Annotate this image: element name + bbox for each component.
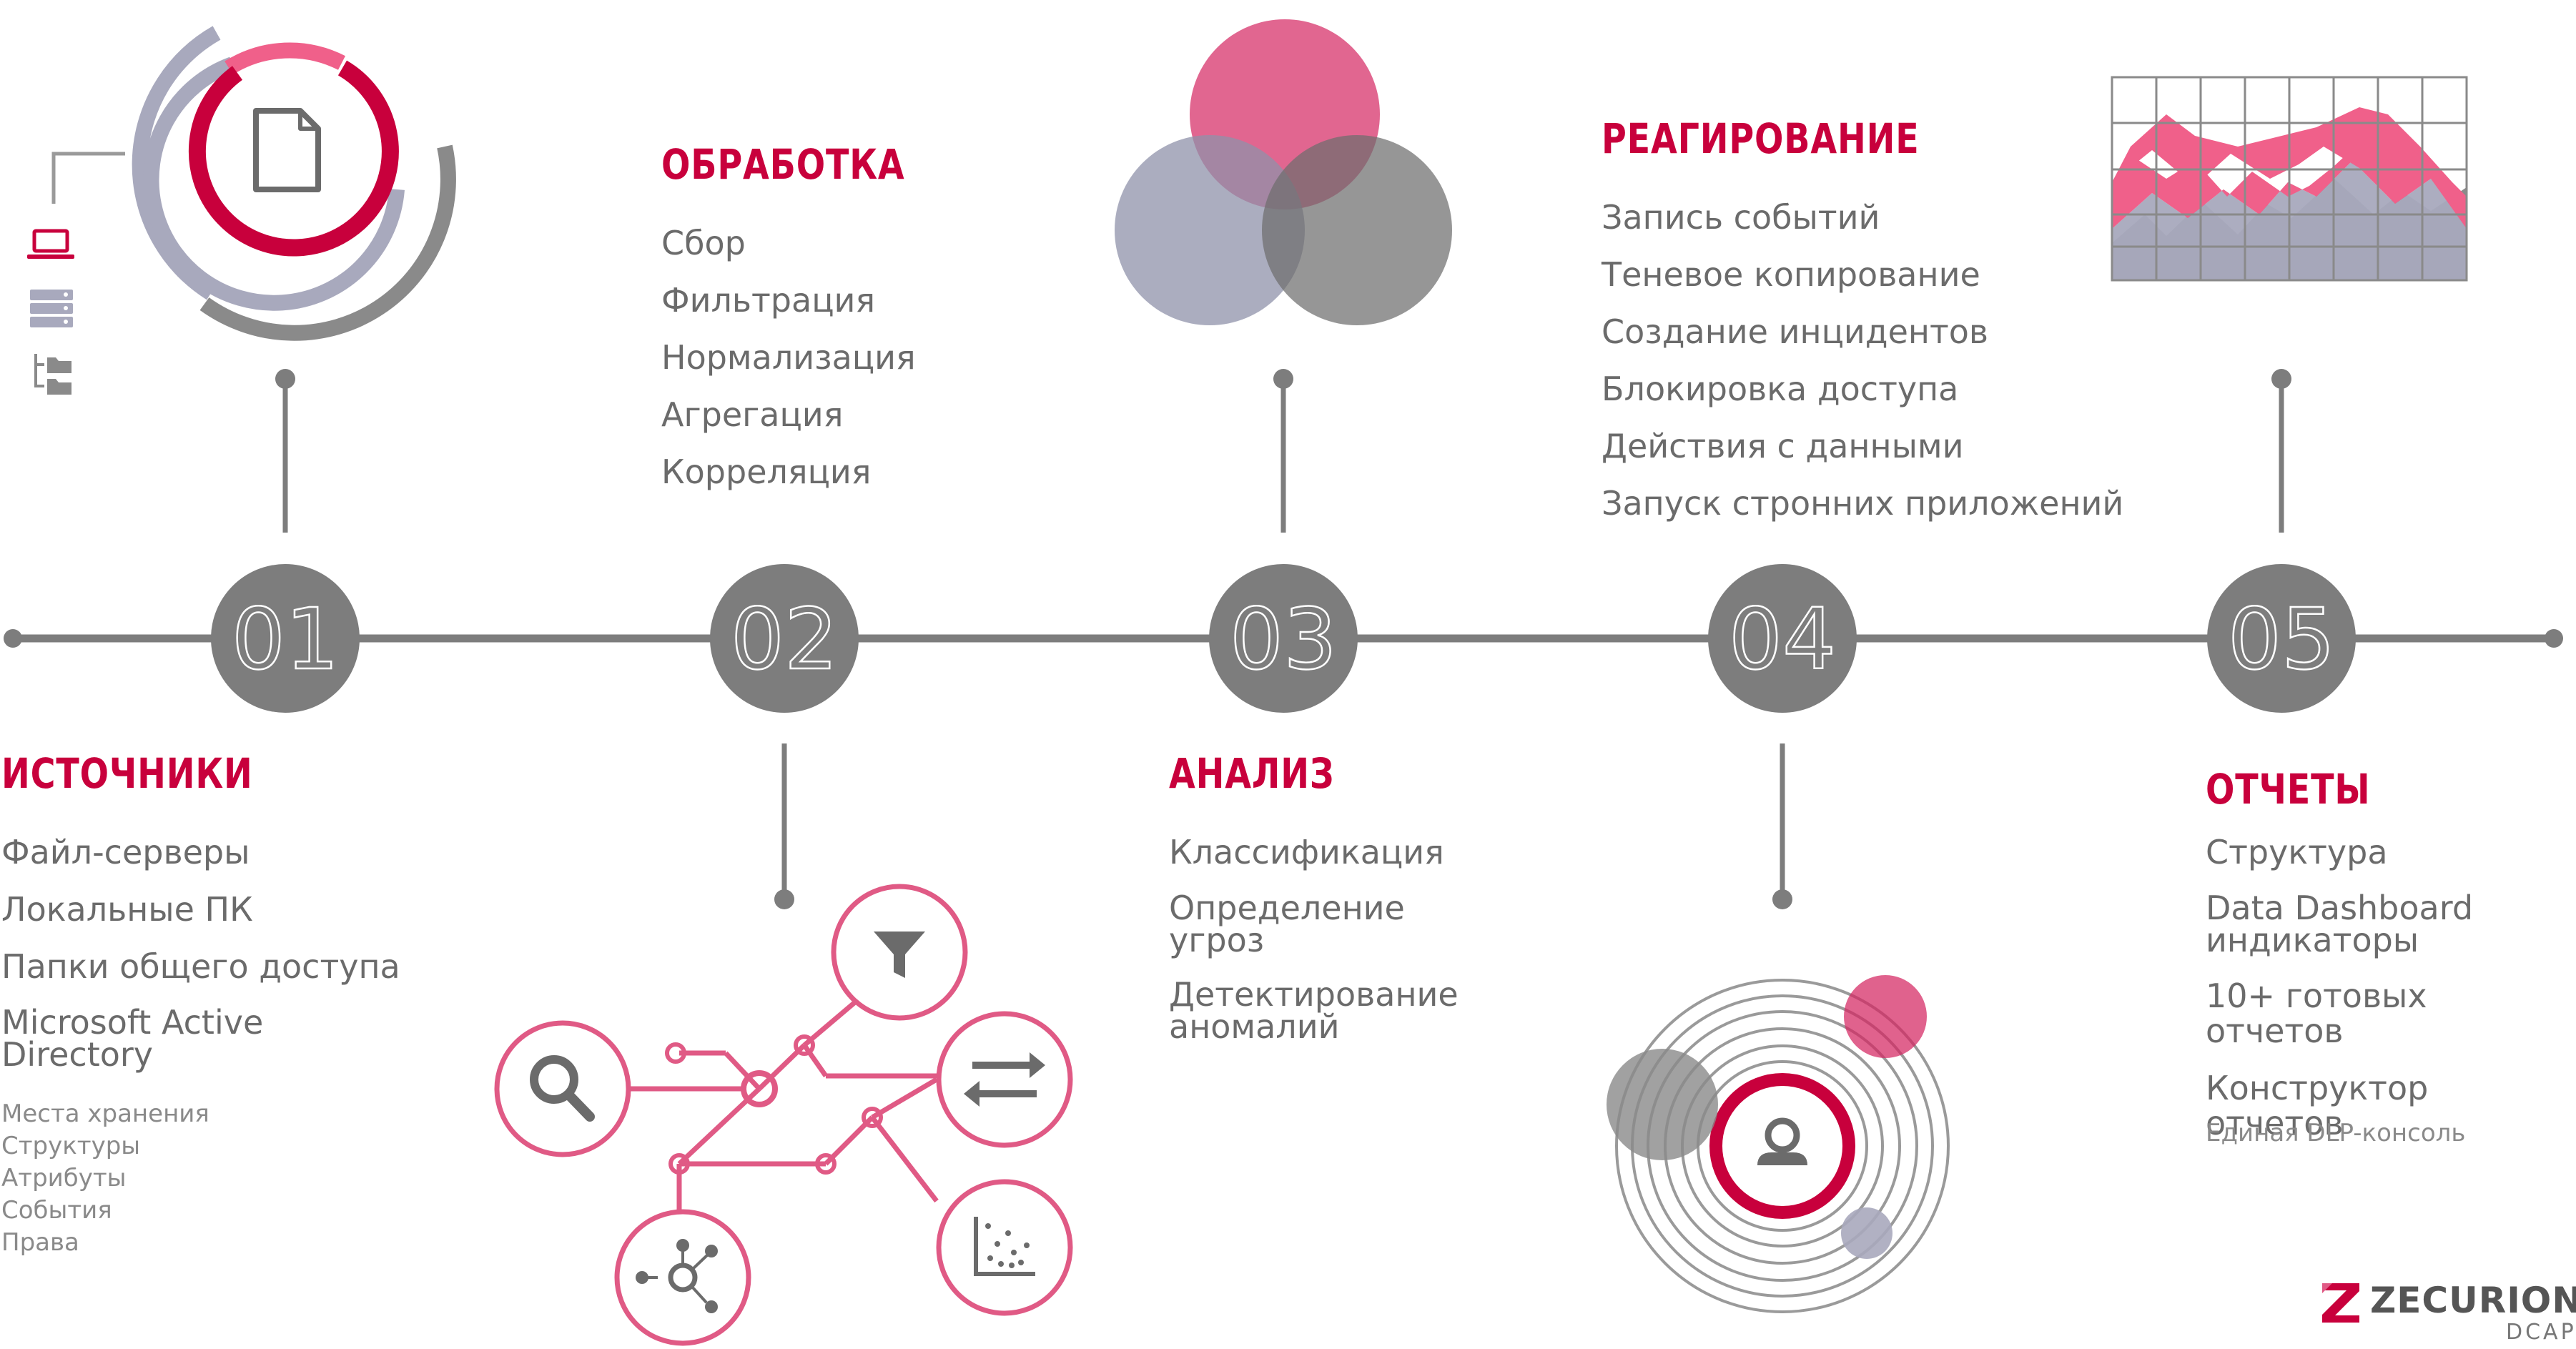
target-core-ring xyxy=(1709,1073,1855,1219)
logo-sub: DCAP xyxy=(2506,1320,2576,1345)
stem-02-dot xyxy=(774,889,794,909)
list-item: Теневое копирование xyxy=(1602,255,1980,294)
ring-outer-gray xyxy=(199,144,456,341)
step-01-items: Файл-серверы Локальные ПК Папки общего д… xyxy=(1,835,516,1093)
list-item: Папки общего доступа xyxy=(1,947,400,986)
list-item: Определение угроз xyxy=(1169,889,1405,959)
list-item: Файл-серверы xyxy=(1,833,250,871)
list-item: Запуск стронних приложений xyxy=(1602,484,2124,523)
stem-01-dot xyxy=(275,369,295,389)
list-item: Запись событий xyxy=(1602,198,1880,237)
list-item: Data Dashboard индикаторы xyxy=(2206,889,2474,959)
filter-icon xyxy=(874,932,925,978)
timeline-start-dot xyxy=(4,629,22,648)
step-01-number: 01 xyxy=(232,590,339,688)
step-02-circle xyxy=(710,564,859,713)
stem-05-dot xyxy=(2271,369,2291,389)
list-item: Агрегация xyxy=(661,395,844,434)
venn-circle-gray xyxy=(1262,135,1452,325)
zecurion-logo-icon xyxy=(2322,1283,2359,1323)
step-01-title: ИСТОЧНИКИ xyxy=(1,749,253,798)
list-item: Классификация xyxy=(1169,833,1444,871)
response-target-illustration xyxy=(1607,975,1950,1313)
step-04-items: Запись событий Теневое копирование Созда… xyxy=(1602,200,2216,543)
step-02-items: Сбор Фильтрация Нормализация Агрегация К… xyxy=(661,226,1090,512)
ring-mid-lightgray xyxy=(143,56,405,311)
server-icon xyxy=(30,290,73,327)
list-item: Конструктор отчетов xyxy=(2206,1069,2429,1142)
list-item: Права xyxy=(1,1228,79,1257)
timeline-end-dot xyxy=(2545,629,2563,648)
folder-tree-icon xyxy=(34,354,71,395)
list-item: Нормализация xyxy=(661,338,916,377)
step-02-number: 02 xyxy=(731,590,838,688)
target-pink-dot xyxy=(1844,975,1927,1058)
ring-top-pink xyxy=(224,42,346,75)
laptop-icon xyxy=(27,229,74,259)
scatter-chart-icon xyxy=(974,1217,1035,1276)
search-icon xyxy=(530,1055,595,1122)
swap-node xyxy=(936,1011,1073,1148)
step-05-circle xyxy=(2207,564,2356,713)
list-item: Структура xyxy=(2206,833,2388,871)
chart-grid xyxy=(2111,76,2468,282)
step-04-circle xyxy=(1708,564,1857,713)
step-05-note: Единая DLP-консоль xyxy=(2206,1119,2466,1147)
swap-arrows-icon xyxy=(964,1052,1045,1107)
list-item: Корреляция xyxy=(661,453,872,491)
timeline: 01 02 03 04 05 xyxy=(4,369,2563,909)
user-icon xyxy=(1757,1117,1807,1165)
list-item: Детектирование аномалий xyxy=(1169,975,1459,1046)
sources-illustration xyxy=(27,26,456,395)
target-lavender-dot xyxy=(1841,1207,1892,1259)
list-item: 10+ готовых отчетов xyxy=(2206,977,2427,1050)
list-item: Блокировка доступа xyxy=(1602,370,1959,408)
list-item: Создание инцидентов xyxy=(1602,312,1989,351)
step-02-title: ОБРАБОТКА xyxy=(661,140,905,189)
sources-bracket xyxy=(51,152,125,204)
search-node xyxy=(494,1020,631,1157)
scatter-node xyxy=(936,1179,1073,1316)
list-item: События xyxy=(1,1196,112,1225)
step-04-title: РЕАГИРОВАНИЕ xyxy=(1602,114,1920,163)
list-item: Действия с данными xyxy=(1602,427,1964,465)
list-item: Сбор xyxy=(661,224,746,262)
logo-name: ZECURION xyxy=(2370,1280,2576,1321)
step-01-circle xyxy=(211,564,360,713)
step-04-number: 04 xyxy=(1729,590,1836,688)
list-item: Microsoft Active Directory xyxy=(1,1003,264,1074)
report-chart-illustration xyxy=(2111,76,2468,282)
step-05-number: 05 xyxy=(2228,590,2335,688)
step-03-title: АНАЛИЗ xyxy=(1169,749,1335,798)
step-05-items: Структура Data Dashboard индикаторы 10+ … xyxy=(2206,835,2570,1163)
network-icon xyxy=(636,1239,718,1313)
target-gray-dot xyxy=(1607,1049,1718,1160)
step-05-title: ОТЧЕТЫ xyxy=(2206,765,2371,814)
list-item: Локальные ПК xyxy=(1,890,253,929)
stem-03-dot xyxy=(1273,369,1293,389)
step-01-subitems: Места хранения Структуры Атрибуты Событи… xyxy=(1,1098,209,1259)
list-item: Структуры xyxy=(1,1132,141,1160)
list-item: Фильтрация xyxy=(661,281,876,320)
step-03-number: 03 xyxy=(1230,590,1337,688)
list-item: Атрибуты xyxy=(1,1164,127,1192)
document-icon xyxy=(253,108,321,192)
stem-04-dot xyxy=(1772,889,1792,909)
step-03-circle xyxy=(1209,564,1358,713)
step-03-items: Классификация Определение угроз Детектир… xyxy=(1169,835,1498,1065)
chart-area-pink-top xyxy=(2112,107,2388,186)
venn-circle-lavender xyxy=(1115,135,1305,325)
list-item: Места хранения xyxy=(1,1100,209,1128)
processing-network-illustration xyxy=(494,884,1073,1346)
ring-inner-crimson xyxy=(188,60,399,257)
venn-illustration xyxy=(1115,19,1452,325)
